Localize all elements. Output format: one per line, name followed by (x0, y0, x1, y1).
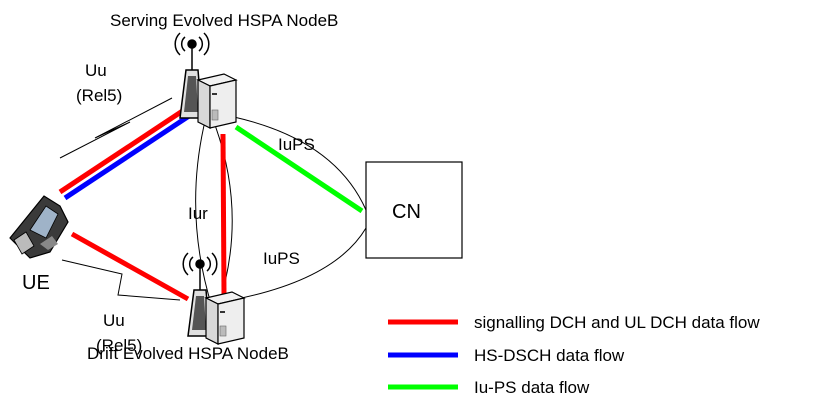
server-tower-icon (204, 291, 246, 345)
interface-labels: Uu (Rel5) Uu (Rel5) Iur IuPS IuPS (76, 61, 315, 355)
uu-serving-label: Uu (85, 61, 107, 80)
drift-nodeb: Drift Evolved HSPA NodeB (87, 252, 289, 363)
legend-label-hsdsch: HS-DSCH data flow (474, 346, 625, 365)
iur-label: Iur (188, 204, 208, 223)
iups-drift-label: IuPS (263, 249, 300, 268)
signalling-flow-iur (220, 133, 227, 295)
hsdsch-flow-serving (63, 113, 191, 201)
iups-serving-label: IuPS (278, 135, 315, 154)
drift-nodeb-label: Drift Evolved HSPA NodeB (87, 344, 289, 363)
uu-serving-zigzag (59, 97, 173, 159)
user-equipment: UE (9, 195, 69, 294)
antenna-icon (174, 32, 210, 70)
antenna-icon (182, 252, 218, 290)
legend-label-iups: Iu-PS data flow (474, 378, 590, 397)
core-network: CN (365, 161, 463, 259)
flow-lines (58, 107, 364, 302)
ue-label: UE (22, 272, 50, 294)
legend-label-signalling: signalling DCH and UL DCH data flow (474, 313, 760, 332)
signalling-flow-serving (58, 107, 186, 195)
iups-serving-arc (233, 116, 367, 211)
phone-icon (9, 195, 69, 259)
uu-drift-zigzag (61, 259, 181, 301)
iups-drift-arc (231, 227, 367, 301)
signalling-flow-drift (70, 231, 190, 302)
iur-left-arc (195, 112, 213, 308)
cn-label: CN (392, 201, 421, 223)
radio-links (59, 97, 181, 301)
serving-nodeb-label: Serving Evolved HSPA NodeB (110, 11, 338, 30)
uu-drift-label: Uu (103, 311, 125, 330)
serving-nodeb: Serving Evolved HSPA NodeB (110, 11, 338, 129)
cn-box (365, 161, 463, 259)
rel5-serving-label: (Rel5) (76, 86, 122, 105)
rel5-drift-label: (Rel5) (96, 336, 142, 355)
server-tower-icon (196, 73, 238, 129)
legend: signalling DCH and UL DCH data flow HS-D… (388, 313, 760, 397)
iups-flow (234, 124, 364, 214)
